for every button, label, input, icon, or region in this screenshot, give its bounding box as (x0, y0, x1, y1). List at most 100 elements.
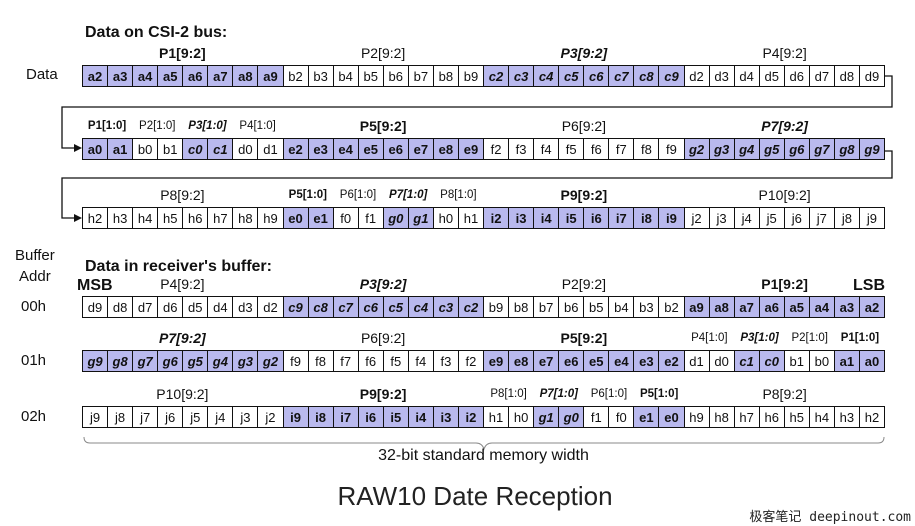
bit-cell: i7 (333, 407, 359, 427)
csi-pixel-group-label: P4[9:2] (762, 45, 807, 61)
bit-cell: g5 (759, 139, 785, 159)
bit-cell: e1 (634, 407, 660, 427)
bit-cell: a4 (809, 297, 835, 317)
bit-cell: d8 (108, 297, 134, 317)
bit-cell: g3 (233, 351, 259, 371)
bit-cell: c8 (634, 66, 660, 86)
bit-cell: f8 (308, 351, 334, 371)
bit-cell: e3 (308, 139, 334, 159)
bit-cell: i6 (358, 407, 384, 427)
csi-lsb-group-label: P3[1:0] (188, 120, 227, 132)
bit-cell: b3 (308, 66, 334, 86)
bit-cell: g7 (809, 139, 835, 159)
bit-cell: c4 (408, 297, 434, 317)
bit-cell: g7 (133, 351, 159, 371)
buffer-pixel-group-label: P7[9:2] (159, 330, 206, 346)
bit-cell: b0 (809, 351, 835, 371)
bit-cell: j5 (759, 208, 785, 228)
bit-cell: b4 (333, 66, 359, 86)
bit-cell: c3 (509, 66, 535, 86)
bit-cell: g1 (408, 208, 434, 228)
bit-cell: h3 (108, 208, 134, 228)
bit-cell: a4 (133, 66, 159, 86)
buffer-pixel-group-label: P8[9:2] (762, 386, 807, 402)
bit-cell: i9 (659, 208, 685, 228)
bit-cell: f1 (358, 208, 384, 228)
bit-cell: j9 (859, 208, 884, 228)
bit-cell: f1 (584, 407, 610, 427)
bit-cell: b0 (133, 139, 159, 159)
csi-pixel-group-label: P5[9:2] (359, 118, 407, 134)
bit-cell: a5 (784, 297, 810, 317)
msb-label: MSB (77, 277, 113, 294)
bit-cell: e0 (659, 407, 685, 427)
bit-cell: b7 (408, 66, 434, 86)
bit-cell: f8 (634, 139, 660, 159)
csi-lsb-group-label: P7[1:0] (389, 189, 428, 201)
buffer-address: 01h (21, 352, 47, 369)
bit-cell: a2 (859, 297, 884, 317)
bit-cell: j2 (684, 208, 710, 228)
bit-cell: g2 (258, 351, 284, 371)
buffer-title: Data in receiver's buffer: (85, 258, 272, 275)
bit-cell: d9 (859, 66, 884, 86)
bit-cell: a9 (258, 66, 284, 86)
bit-cell: b9 (458, 66, 484, 86)
bit-cell: b8 (509, 297, 535, 317)
bit-cell: d5 (759, 66, 785, 86)
bit-cell: a0 (83, 139, 109, 159)
bit-cell: a1 (834, 351, 860, 371)
bit-cell: d9 (83, 297, 109, 317)
bit-cell: c0 (759, 351, 785, 371)
bit-cell: b6 (559, 297, 585, 317)
buffer-pixel-group-label: P3[9:2] (359, 276, 407, 292)
bit-cell: b5 (584, 297, 610, 317)
bit-cell: b9 (484, 297, 510, 317)
bit-cell: h2 (859, 407, 884, 427)
bit-cell: a6 (183, 66, 209, 86)
bit-cell: e2 (283, 139, 309, 159)
bit-cell: i4 (534, 208, 560, 228)
bit-cell: b8 (433, 66, 459, 86)
csi-lsb-group-label: P6[1:0] (339, 189, 377, 201)
bit-cell: g8 (108, 351, 134, 371)
csi-lsb-group-label: P4[1:0] (239, 120, 276, 132)
bit-cell: i2 (458, 407, 484, 427)
bit-cell: h6 (759, 407, 785, 427)
bit-cell: i3 (433, 407, 459, 427)
buffer-lsb-group-label: P4[1:0] (691, 332, 728, 344)
data-label: Data (26, 66, 58, 83)
bit-cell: j9 (83, 407, 109, 427)
bit-cell: h1 (458, 208, 484, 228)
buffer-lsb-group-label: P7[1:0] (539, 388, 578, 400)
csi-pixel-group-label: P3[9:2] (560, 45, 608, 61)
bit-cell: f0 (609, 407, 635, 427)
bit-cell: e8 (509, 351, 535, 371)
bit-cell: e4 (333, 139, 359, 159)
bit-cell: h6 (183, 208, 209, 228)
bit-cell: d1 (258, 139, 284, 159)
bit-cell: b1 (784, 351, 810, 371)
bit-cell: j6 (158, 407, 184, 427)
bit-cell: f6 (358, 351, 384, 371)
bit-cell: a8 (709, 297, 735, 317)
buffer-pixel-group-label: P2[9:2] (561, 276, 607, 292)
bit-cell: e5 (584, 351, 610, 371)
bit-cell: c5 (559, 66, 585, 86)
bit-cell: h0 (433, 208, 459, 228)
bit-cell: c5 (383, 297, 409, 317)
buffer-lsb-group-label: P8[1:0] (490, 388, 527, 400)
bit-cell: j7 (809, 208, 835, 228)
bit-cell: f3 (509, 139, 535, 159)
bit-cell: g3 (709, 139, 735, 159)
buffer-address: 02h (21, 408, 47, 425)
bit-cell: f9 (283, 351, 309, 371)
csi-pixel-group-label: P1[9:2] (159, 45, 206, 61)
bit-cell: h8 (709, 407, 735, 427)
bit-cell: a0 (859, 351, 884, 371)
bit-cell: h8 (233, 208, 259, 228)
buffer-pixel-group-label: P6[9:2] (360, 330, 406, 346)
